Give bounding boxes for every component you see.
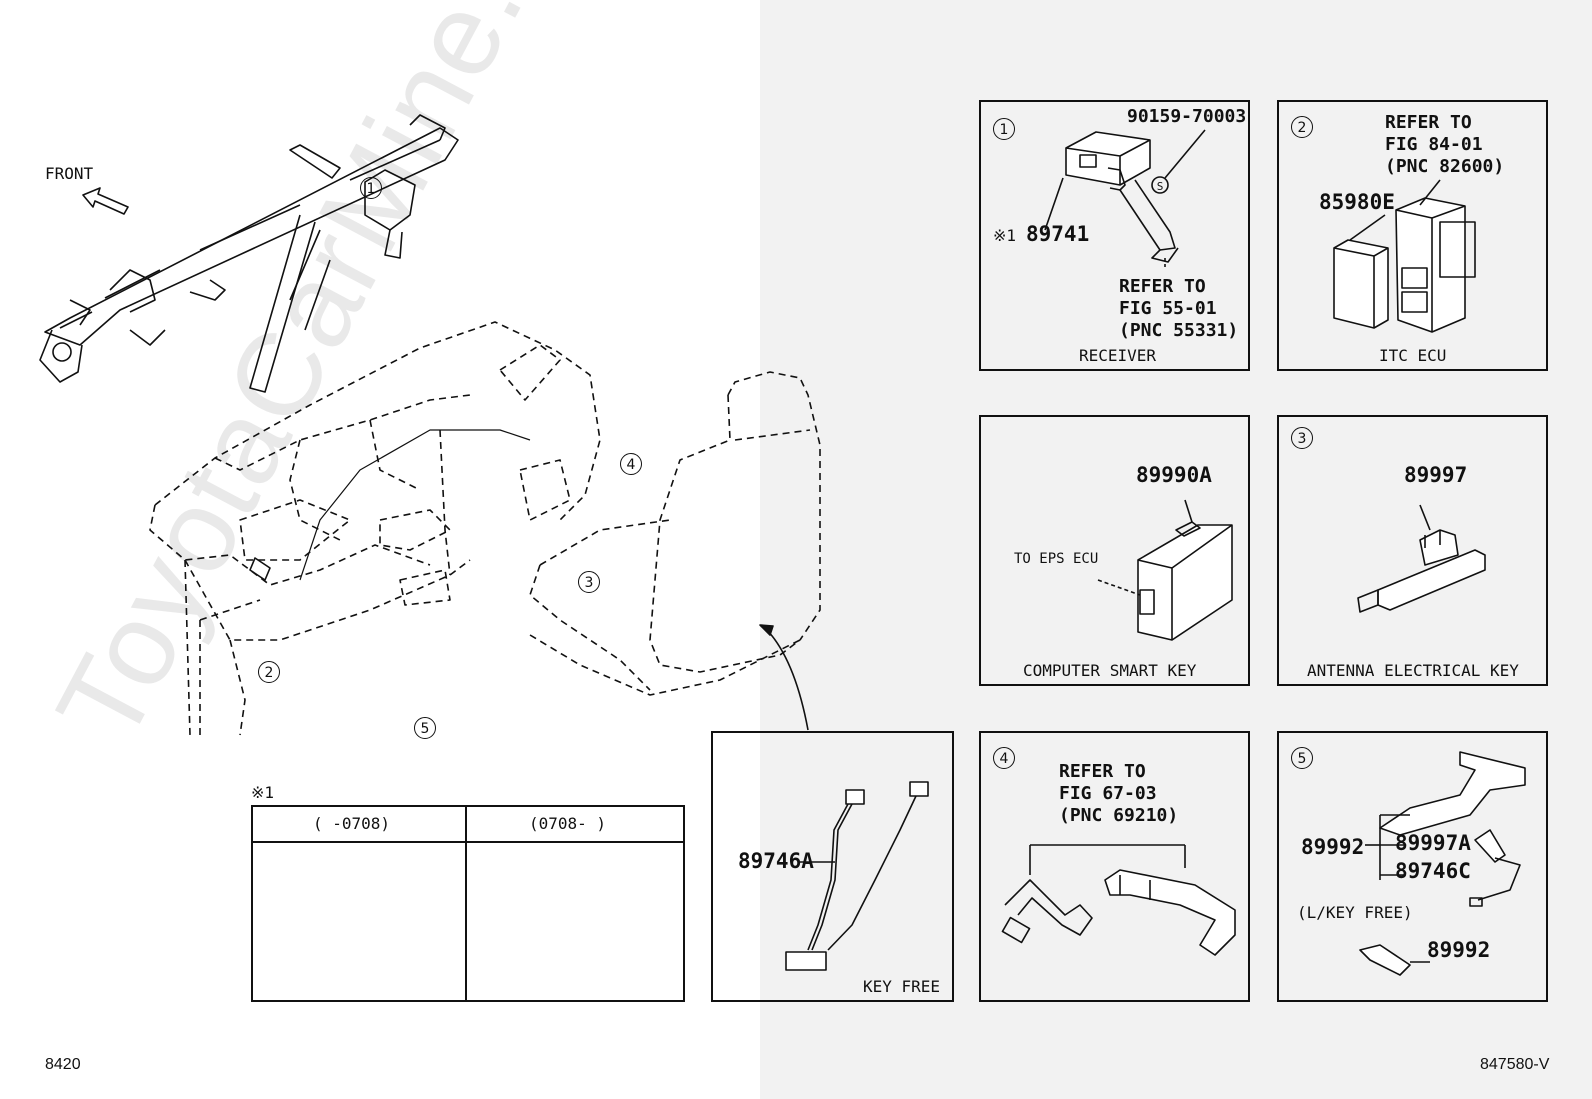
callout-circle-5: 5 bbox=[414, 717, 436, 739]
key-card-drawing bbox=[1359, 751, 1526, 976]
pointer-arrow bbox=[766, 629, 809, 731]
door-refer-1: REFER TO bbox=[1059, 761, 1146, 782]
panel-circle-1: 1 bbox=[993, 118, 1015, 140]
callout-circle-2: 2 bbox=[258, 661, 280, 683]
smart-key-computer-drawing bbox=[1097, 499, 1233, 641]
panel-key-parts: 5 89992 89997A 89746C (L/KEY FREE) 89992 bbox=[1277, 731, 1548, 1002]
part-89746c: 89746C bbox=[1395, 859, 1471, 883]
caption-computer-smart-key: COMPUTER SMART KEY bbox=[1023, 661, 1197, 680]
panel-receiver: 1 90159-70003 ※1 89741 REFER TO FIG 55-0… bbox=[979, 100, 1250, 371]
part-85980e: 85980E bbox=[1319, 190, 1395, 214]
caption-itc-ecu: ITC ECU bbox=[1379, 346, 1447, 365]
caption-antenna-electrical-key: ANTENNA ELECTRICAL KEY bbox=[1307, 661, 1519, 680]
note-marker: ※1 bbox=[251, 783, 275, 802]
part-89990a: 89990A bbox=[1136, 463, 1212, 487]
panel-circle-4: 4 bbox=[993, 747, 1015, 769]
caption-receiver: RECEIVER bbox=[1079, 346, 1157, 365]
itc-refer-1: REFER TO bbox=[1385, 112, 1472, 133]
part-89741: 89741 bbox=[1026, 222, 1090, 246]
itc-ecu-drawing bbox=[1333, 179, 1476, 333]
footer-right-code: 847580-V bbox=[1480, 1056, 1550, 1073]
lkey-free-label: (L/KEY FREE) bbox=[1297, 903, 1413, 922]
receiver-note-prefix: ※1 bbox=[993, 226, 1017, 245]
key-free-harness-drawing bbox=[785, 781, 929, 971]
panel-key-free: 89746A KEY FREE bbox=[711, 731, 954, 1002]
part-90159-70003: 90159-70003 bbox=[1127, 106, 1247, 127]
callout-circle-4: 4 bbox=[620, 453, 642, 475]
receiver-refer-3: (PNC 55331) bbox=[1119, 320, 1239, 341]
variant-col1: ( -0708) bbox=[313, 814, 391, 833]
part-89997a: 89997A bbox=[1395, 831, 1471, 855]
door-refer-3: (PNC 69210) bbox=[1059, 805, 1179, 826]
panel-door-handle: 4 REFER TO FIG 67-03 (PNC 69210) bbox=[979, 731, 1250, 1002]
part-89992-bottom: 89992 bbox=[1427, 938, 1491, 962]
callout-circle-3: 3 bbox=[578, 571, 600, 593]
receiver-refer-1: REFER TO bbox=[1119, 276, 1206, 297]
panel-itc-ecu: 2 REFER TO FIG 84-01 (PNC 82600) 85980E … bbox=[1277, 100, 1548, 371]
part-89746a: 89746A bbox=[738, 849, 814, 873]
part-89997: 89997 bbox=[1404, 463, 1468, 487]
variant-divider bbox=[465, 843, 467, 1000]
door-refer-2: FIG 67-03 bbox=[1059, 783, 1157, 804]
receiver-refer-2: FIG 55-01 bbox=[1119, 298, 1217, 319]
caption-key-free: KEY FREE bbox=[863, 977, 941, 996]
instrument-panel bbox=[149, 321, 601, 736]
front-label: FRONT bbox=[45, 164, 94, 183]
variant-header-new: (0708- ) bbox=[467, 807, 683, 843]
itc-refer-2: FIG 84-01 bbox=[1385, 134, 1483, 155]
panel-computer-smart-key: 89990A TO EPS ECU COMPUTER SMART KEY bbox=[979, 415, 1250, 686]
variant-col2: (0708- ) bbox=[529, 814, 607, 833]
seat bbox=[529, 371, 821, 696]
part-89992: 89992 bbox=[1301, 835, 1365, 859]
panel-circle-3: 3 bbox=[1291, 427, 1313, 449]
variant-header-old: ( -0708) bbox=[253, 807, 467, 843]
front-arrow-icon bbox=[82, 187, 129, 215]
steering-support-beam bbox=[39, 114, 459, 393]
receiver-drawing bbox=[1044, 129, 1206, 270]
variant-table: ( -0708) (0708- ) bbox=[251, 805, 685, 1002]
door-handle-drawing bbox=[1001, 844, 1236, 956]
footer-left-code: 8420 bbox=[45, 1056, 81, 1073]
to-eps-ecu-label: TO EPS ECU bbox=[1014, 551, 1099, 567]
panel-antenna-electrical-key: 3 89997 ANTENNA ELECTRICAL KEY bbox=[1277, 415, 1548, 686]
callout-circle-1: 1 bbox=[360, 177, 382, 199]
antenna-key-drawing bbox=[1357, 504, 1486, 613]
itc-refer-3: (PNC 82600) bbox=[1385, 156, 1505, 177]
panel-circle-5: 5 bbox=[1291, 747, 1313, 769]
antenna-wire bbox=[299, 429, 531, 581]
panel-circle-2: 2 bbox=[1291, 116, 1313, 138]
s-mark: S bbox=[1157, 180, 1164, 193]
